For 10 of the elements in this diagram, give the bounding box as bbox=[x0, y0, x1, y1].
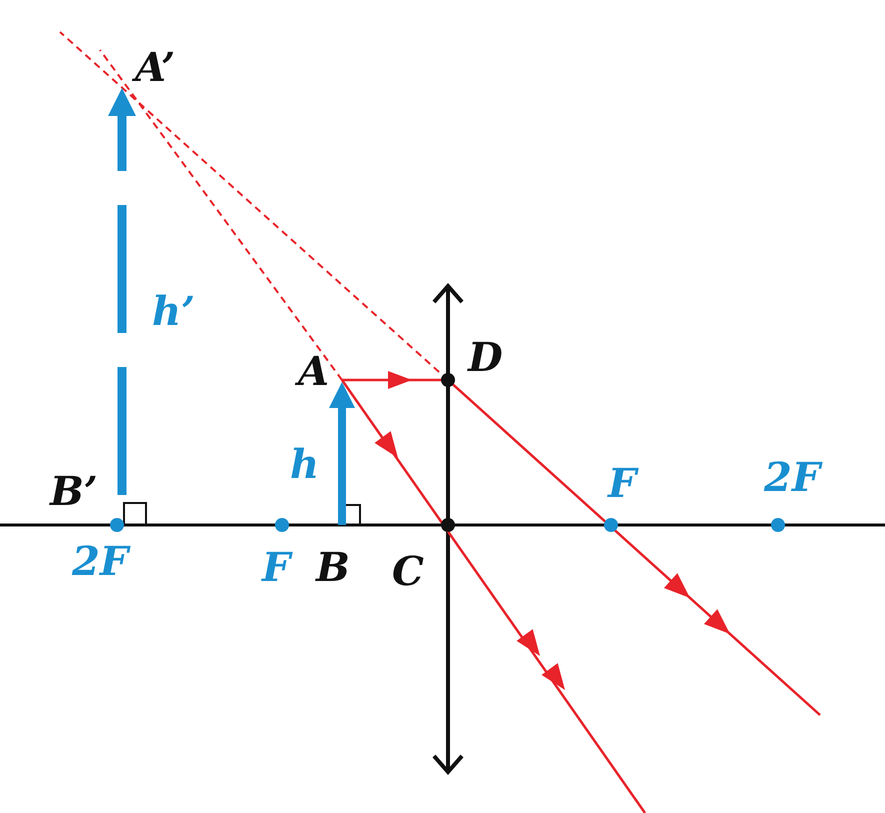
point-label: B bbox=[316, 548, 350, 588]
point-label: B’ bbox=[50, 472, 98, 512]
height-label: h bbox=[290, 445, 320, 485]
focal-point-label: F bbox=[608, 464, 636, 504]
height-label: h’ bbox=[152, 292, 196, 332]
focal-point-label: 2F bbox=[72, 542, 128, 582]
point-label: C bbox=[392, 552, 424, 592]
focal-point-label: F bbox=[262, 548, 290, 588]
point-label: D bbox=[468, 338, 503, 378]
focal-point-label: 2F bbox=[764, 458, 820, 498]
